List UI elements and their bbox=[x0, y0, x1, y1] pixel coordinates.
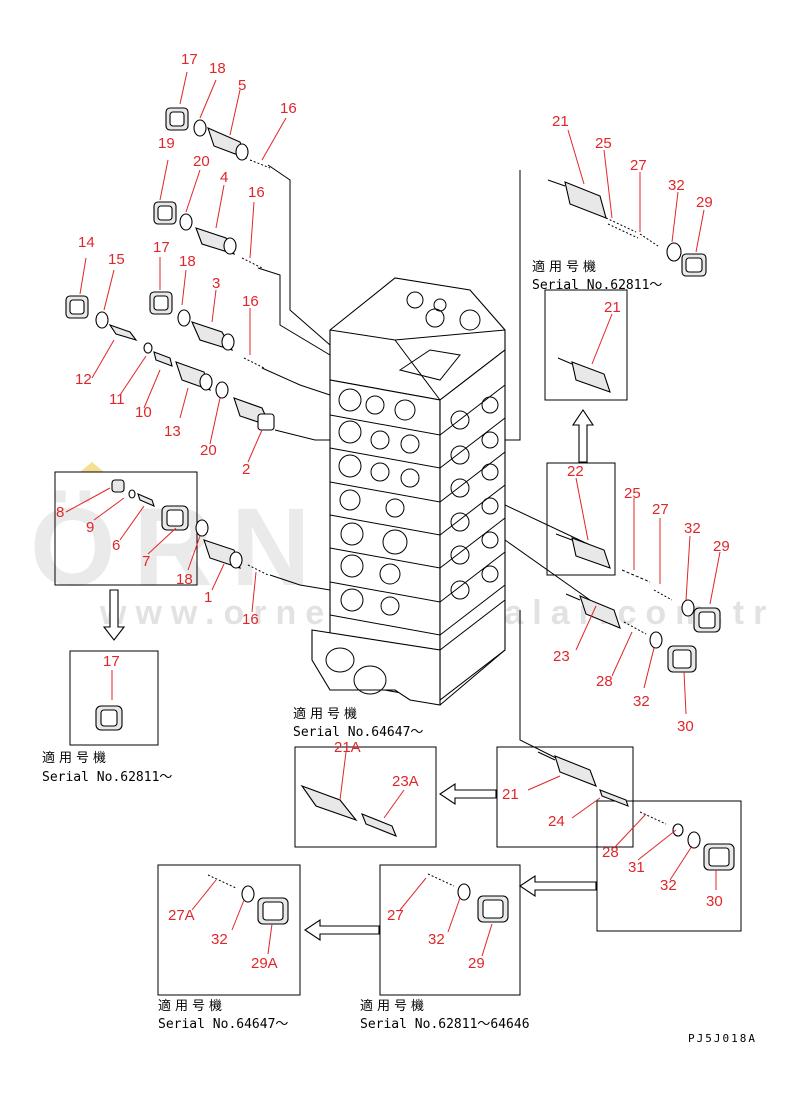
callout-32d: 32 bbox=[660, 877, 677, 894]
callout-28b: 28 bbox=[602, 844, 619, 861]
callout-22: 22 bbox=[567, 463, 584, 480]
serial-bottom-left: Serial No.64647～ bbox=[158, 1017, 288, 1032]
callout-30b: 30 bbox=[706, 893, 723, 910]
arrow-up-right bbox=[571, 409, 595, 463]
serial-jp-bottom-mid: 適用号機 bbox=[360, 998, 428, 1014]
callout-leaders bbox=[65, 71, 721, 957]
callout-23: 23 bbox=[553, 648, 570, 665]
callout-4: 4 bbox=[220, 169, 228, 186]
box-27A-29A bbox=[157, 864, 301, 996]
callout-10: 10 bbox=[135, 404, 152, 421]
callout-8: 8 bbox=[56, 504, 64, 521]
callout-23A: 23A bbox=[392, 773, 419, 790]
callout-21A: 21A bbox=[334, 739, 361, 756]
callout-29: 29 bbox=[696, 194, 713, 211]
callout-11: 11 bbox=[109, 391, 125, 408]
valve-body bbox=[311, 277, 506, 706]
callout-9: 9 bbox=[86, 519, 94, 536]
callout-17b: 17 bbox=[153, 239, 170, 256]
callout-19: 19 bbox=[158, 135, 175, 152]
callout-27b: 27 bbox=[652, 501, 669, 518]
callout-16c: 16 bbox=[242, 293, 259, 310]
callout-29b: 29 bbox=[713, 538, 730, 555]
callout-17: 17 bbox=[181, 51, 198, 68]
callout-7: 7 bbox=[142, 553, 150, 570]
parts-upper-right bbox=[547, 179, 721, 673]
callout-21b: 21 bbox=[604, 299, 621, 316]
callout-27c: 27 bbox=[387, 907, 404, 924]
callout-15: 15 bbox=[108, 251, 125, 268]
box-21-top bbox=[544, 289, 628, 401]
callout-25: 25 bbox=[624, 485, 641, 502]
arrow-left-1 bbox=[439, 782, 497, 806]
arrows bbox=[102, 409, 597, 942]
callout-18c: 18 bbox=[176, 571, 193, 588]
callout-28: 28 bbox=[596, 673, 613, 690]
callout-20b: 20 bbox=[200, 442, 217, 459]
arrow-down-left bbox=[102, 589, 126, 641]
arrow-left-2 bbox=[519, 874, 597, 898]
callout-31: 31 bbox=[628, 859, 645, 876]
detail-boxes bbox=[54, 289, 742, 996]
callout-32c: 32 bbox=[633, 693, 650, 710]
serial-labels: 適用号機 Serial No.62811～ 適用号機 Serial No.628… bbox=[42, 259, 662, 1032]
callout-21c: 21 bbox=[502, 786, 519, 803]
callout-16b: 16 bbox=[248, 184, 265, 201]
callout-27: 27 bbox=[630, 157, 647, 174]
callout-26: 25 bbox=[595, 135, 612, 152]
callout-24: 24 bbox=[548, 813, 565, 830]
callout-12: 12 bbox=[75, 371, 92, 388]
parts-upper-left bbox=[65, 107, 275, 431]
drawing-code: PJ5J018A bbox=[688, 1032, 757, 1045]
callout-29A: 29A bbox=[251, 955, 278, 972]
box-28-31-30 bbox=[596, 800, 742, 932]
callout-1: 1 bbox=[204, 589, 212, 606]
box-left-62811 bbox=[69, 650, 159, 746]
callout-5: 5 bbox=[238, 77, 246, 94]
serial-bottom-mid: Serial No.62811～64646 bbox=[360, 1017, 530, 1032]
serial-jp-mid: 適用号機 bbox=[293, 706, 361, 722]
callout-32f: 32 bbox=[428, 931, 445, 948]
callout-18b: 18 bbox=[179, 253, 196, 270]
callout-13: 13 bbox=[164, 423, 181, 440]
callout-30: 30 bbox=[677, 718, 694, 735]
callout-18: 18 bbox=[209, 60, 226, 77]
serial-jp-left-box: 適用号機 bbox=[42, 750, 110, 766]
callout-16d: 16 bbox=[242, 611, 259, 628]
callout-3: 3 bbox=[212, 275, 220, 292]
callout-21: 21 bbox=[552, 113, 569, 130]
callout-6: 6 bbox=[112, 537, 120, 554]
callout-29c: 29 bbox=[468, 955, 485, 972]
serial-mid: Serial No.64647～ bbox=[293, 725, 423, 740]
serial-left-box: Serial No.62811～ bbox=[42, 770, 172, 785]
callout-numbers: 17 18 5 16 19 20 4 16 14 15 17 18 3 16 1… bbox=[56, 51, 730, 972]
callout-27A: 27A bbox=[168, 907, 195, 924]
serial-jp-bottom-left: 適用号機 bbox=[158, 998, 226, 1014]
callout-14: 14 bbox=[78, 234, 95, 251]
parts-lower-boxes bbox=[207, 751, 735, 925]
box-21-24 bbox=[496, 746, 634, 848]
callout-20: 20 bbox=[193, 153, 210, 170]
callout-16: 16 bbox=[280, 100, 297, 117]
callout-32b: 32 bbox=[684, 520, 701, 537]
box-27-29 bbox=[379, 864, 521, 996]
box-22 bbox=[546, 462, 616, 576]
serial-top-right: Serial No.62811～ bbox=[532, 278, 662, 293]
callout-2: 2 bbox=[242, 461, 250, 478]
serial-jp-top-right: 適用号機 bbox=[532, 259, 600, 275]
parts-left-box bbox=[95, 479, 269, 731]
callout-32: 32 bbox=[668, 177, 685, 194]
callout-17c: 17 bbox=[103, 653, 120, 670]
arrow-left-3 bbox=[304, 918, 380, 942]
callout-32e: 32 bbox=[211, 931, 228, 948]
box-21A-23A bbox=[294, 746, 437, 848]
